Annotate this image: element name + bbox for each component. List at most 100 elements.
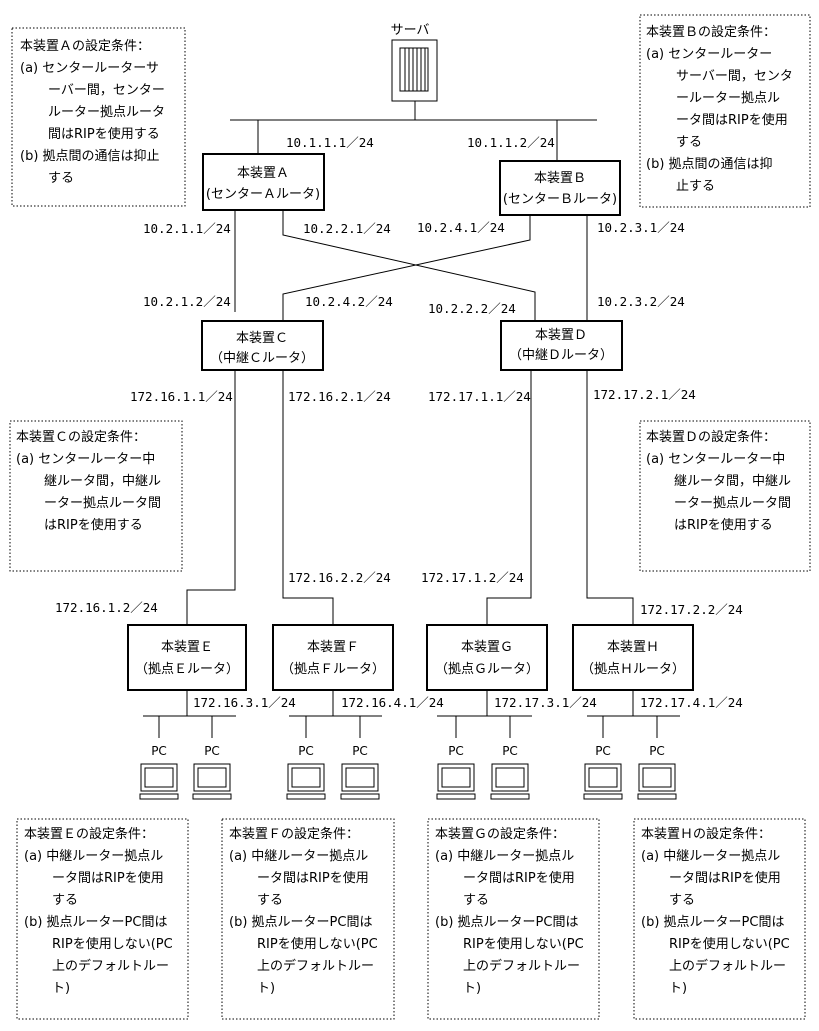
server-icon xyxy=(391,39,438,102)
pc: PC xyxy=(490,744,530,800)
condition-line: (a) 中継ルーター拠点ル xyxy=(24,849,163,864)
address-label: 172.16.4.1／24 xyxy=(341,695,444,710)
pc-label: PC xyxy=(298,744,314,758)
pc-icon xyxy=(637,763,677,800)
pc: PC xyxy=(286,744,326,800)
address-label: 10.2.1.2／24 xyxy=(143,294,231,309)
condition-line: (a) センタールーター中 xyxy=(16,452,155,467)
condition-line: (b) 拠点間の通信は抑 xyxy=(646,157,773,172)
condition-line: (b) 拠点ルーターPC間は xyxy=(641,915,784,930)
router-e-name: 本装置Ｅ xyxy=(161,640,213,655)
address-label: 10.2.4.2／24 xyxy=(305,294,393,309)
condition-line: する xyxy=(52,893,78,908)
pc: PC xyxy=(583,744,623,800)
condition-line: RIPを使用しない(PC xyxy=(52,936,173,952)
router-c-name: 本装置Ｃ xyxy=(236,331,288,346)
condition-line: RIPを使用しない(PC xyxy=(463,936,584,952)
condition-box-d: 本装置Ｄの設定条件： (a) センタールーター中 継ルータ間，中継ル ーター拠点… xyxy=(639,420,811,572)
pc-label: PC xyxy=(595,744,611,758)
router-a-name: 本装置Ａ xyxy=(237,166,289,181)
condition-line: (a) 中継ルーター拠点ル xyxy=(641,849,780,864)
router-b-role: (センターＢルータ) xyxy=(503,192,617,207)
pc: PC xyxy=(139,744,179,800)
address-label: 10.2.1.1／24 xyxy=(143,221,231,236)
condition-line: ールーター拠点ル xyxy=(676,91,780,106)
pc-icon xyxy=(490,763,530,800)
address-label: 172.16.1.2／24 xyxy=(55,600,158,615)
router-f-name: 本装置Ｆ xyxy=(307,640,359,655)
pc-icon xyxy=(436,763,476,800)
condition-line: ーバー間，センター xyxy=(48,83,165,98)
pc-icon xyxy=(340,763,380,800)
address-label: 172.17.2.2／24 xyxy=(640,602,743,617)
condition-line: 本装置Ｄの設定条件： xyxy=(646,429,776,445)
router-e: 本装置Ｅ （拠点Ｅルータ） xyxy=(127,624,247,691)
condition-line: 上のデフォルトルー xyxy=(52,958,169,974)
address-label: 10.2.3.2／24 xyxy=(597,294,685,309)
condition-line: する xyxy=(463,893,489,908)
condition-box-c: 本装置Ｃの設定条件： (a) センタールーター中 継ルータ間，中継ル ーター拠点… xyxy=(9,420,183,572)
address-label: 172.16.2.1／24 xyxy=(288,389,391,404)
pc-label: PC xyxy=(151,744,167,758)
router-g: 本装置Ｇ （拠点Ｇルータ） xyxy=(426,624,548,691)
address-label: 172.17.2.1／24 xyxy=(593,387,696,402)
router-d-role: （中継Ｄルータ） xyxy=(509,348,613,363)
address-label: 172.16.1.1／24 xyxy=(130,389,233,404)
condition-line: ーター拠点ルータ間 xyxy=(44,496,161,511)
condition-line: 上のデフォルトルー xyxy=(257,958,374,974)
condition-box-a: 本装置Ａの設定条件： (a) センタールーターサ ーバー間，センター ルーター拠… xyxy=(11,27,186,207)
router-h: 本装置Ｈ （拠点Ｈルータ） xyxy=(572,624,694,691)
pc-label: PC xyxy=(352,744,368,758)
pc-icon xyxy=(286,763,326,800)
condition-line: ータ間はRIPを使用 xyxy=(669,870,781,886)
router-c-role: （中継Ｃルータ） xyxy=(210,351,314,366)
pc-row: PC PC PC PC xyxy=(139,744,677,800)
address-label: 10.2.2.2／24 xyxy=(428,301,516,316)
address-label: 172.17.1.1／24 xyxy=(428,389,531,404)
pc: PC xyxy=(436,744,476,800)
condition-line: (b) 拠点ルーターPC間は xyxy=(24,915,167,930)
pc-label: PC xyxy=(204,744,220,758)
address-label: 172.16.3.1／24 xyxy=(193,695,296,710)
pc-icon xyxy=(583,763,623,800)
router-h-name: 本装置Ｈ xyxy=(607,640,659,655)
router-e-role: （拠点Ｅルータ） xyxy=(135,662,239,677)
condition-line: はRIPを使用する xyxy=(44,517,143,533)
pc-label: PC xyxy=(448,744,464,758)
condition-line: する xyxy=(669,893,695,908)
address-label: 10.1.1.1／24 xyxy=(286,135,374,150)
pc-icon xyxy=(139,763,179,800)
condition-line: 継ルータ間，中継ル xyxy=(674,474,791,489)
address-label: 172.17.4.1／24 xyxy=(640,695,743,710)
router-h-role: （拠点Ｈルータ） xyxy=(581,662,685,677)
router-a: 本装置Ａ (センターＡルータ) xyxy=(202,153,325,211)
condition-line: ータ間はRIPを使用 xyxy=(463,870,575,886)
condition-line: (b) 拠点間の通信は抑止 xyxy=(20,149,160,164)
condition-line: サーバー間，センタ xyxy=(676,69,793,84)
pc-icon xyxy=(192,763,232,800)
condition-line: ト) xyxy=(669,981,687,996)
condition-line: する xyxy=(676,135,702,150)
pc: PC xyxy=(192,744,232,800)
condition-line: する xyxy=(48,171,74,186)
condition-line: (a) センタールーターサ xyxy=(20,61,159,76)
pc-label: PC xyxy=(502,744,518,758)
address-label: 10.2.2.1／24 xyxy=(303,221,391,236)
server-label: サーバ xyxy=(391,23,430,38)
condition-line: 本装置Ｃの設定条件： xyxy=(16,429,146,445)
condition-line: 本装置Ｈの設定条件： xyxy=(641,826,771,842)
router-d: 本装置Ｄ （中継Ｄルータ） xyxy=(500,320,623,371)
address-label: 10.2.3.1／24 xyxy=(597,220,685,235)
condition-line: ーター拠点ルータ間 xyxy=(674,496,791,511)
condition-line: ルーター拠点ルータ xyxy=(48,105,165,120)
condition-line: ータ間はRIPを使用 xyxy=(676,112,788,128)
condition-box-e: 本装置Ｅの設定条件： (a) 中継ルーター拠点ル ータ間はRIPを使用 する (… xyxy=(16,818,189,1020)
pc: PC xyxy=(637,744,677,800)
condition-box-h: 本装置Ｈの設定条件： (a) 中継ルーター拠点ル ータ間はRIPを使用 する (… xyxy=(633,818,806,1020)
router-g-name: 本装置Ｇ xyxy=(461,640,513,655)
address-label: 172.16.2.2／24 xyxy=(288,570,391,585)
condition-line: 上のデフォルトルー xyxy=(463,958,580,974)
pc-label: PC xyxy=(649,744,665,758)
condition-line: 本装置Ｅの設定条件： xyxy=(24,826,154,842)
